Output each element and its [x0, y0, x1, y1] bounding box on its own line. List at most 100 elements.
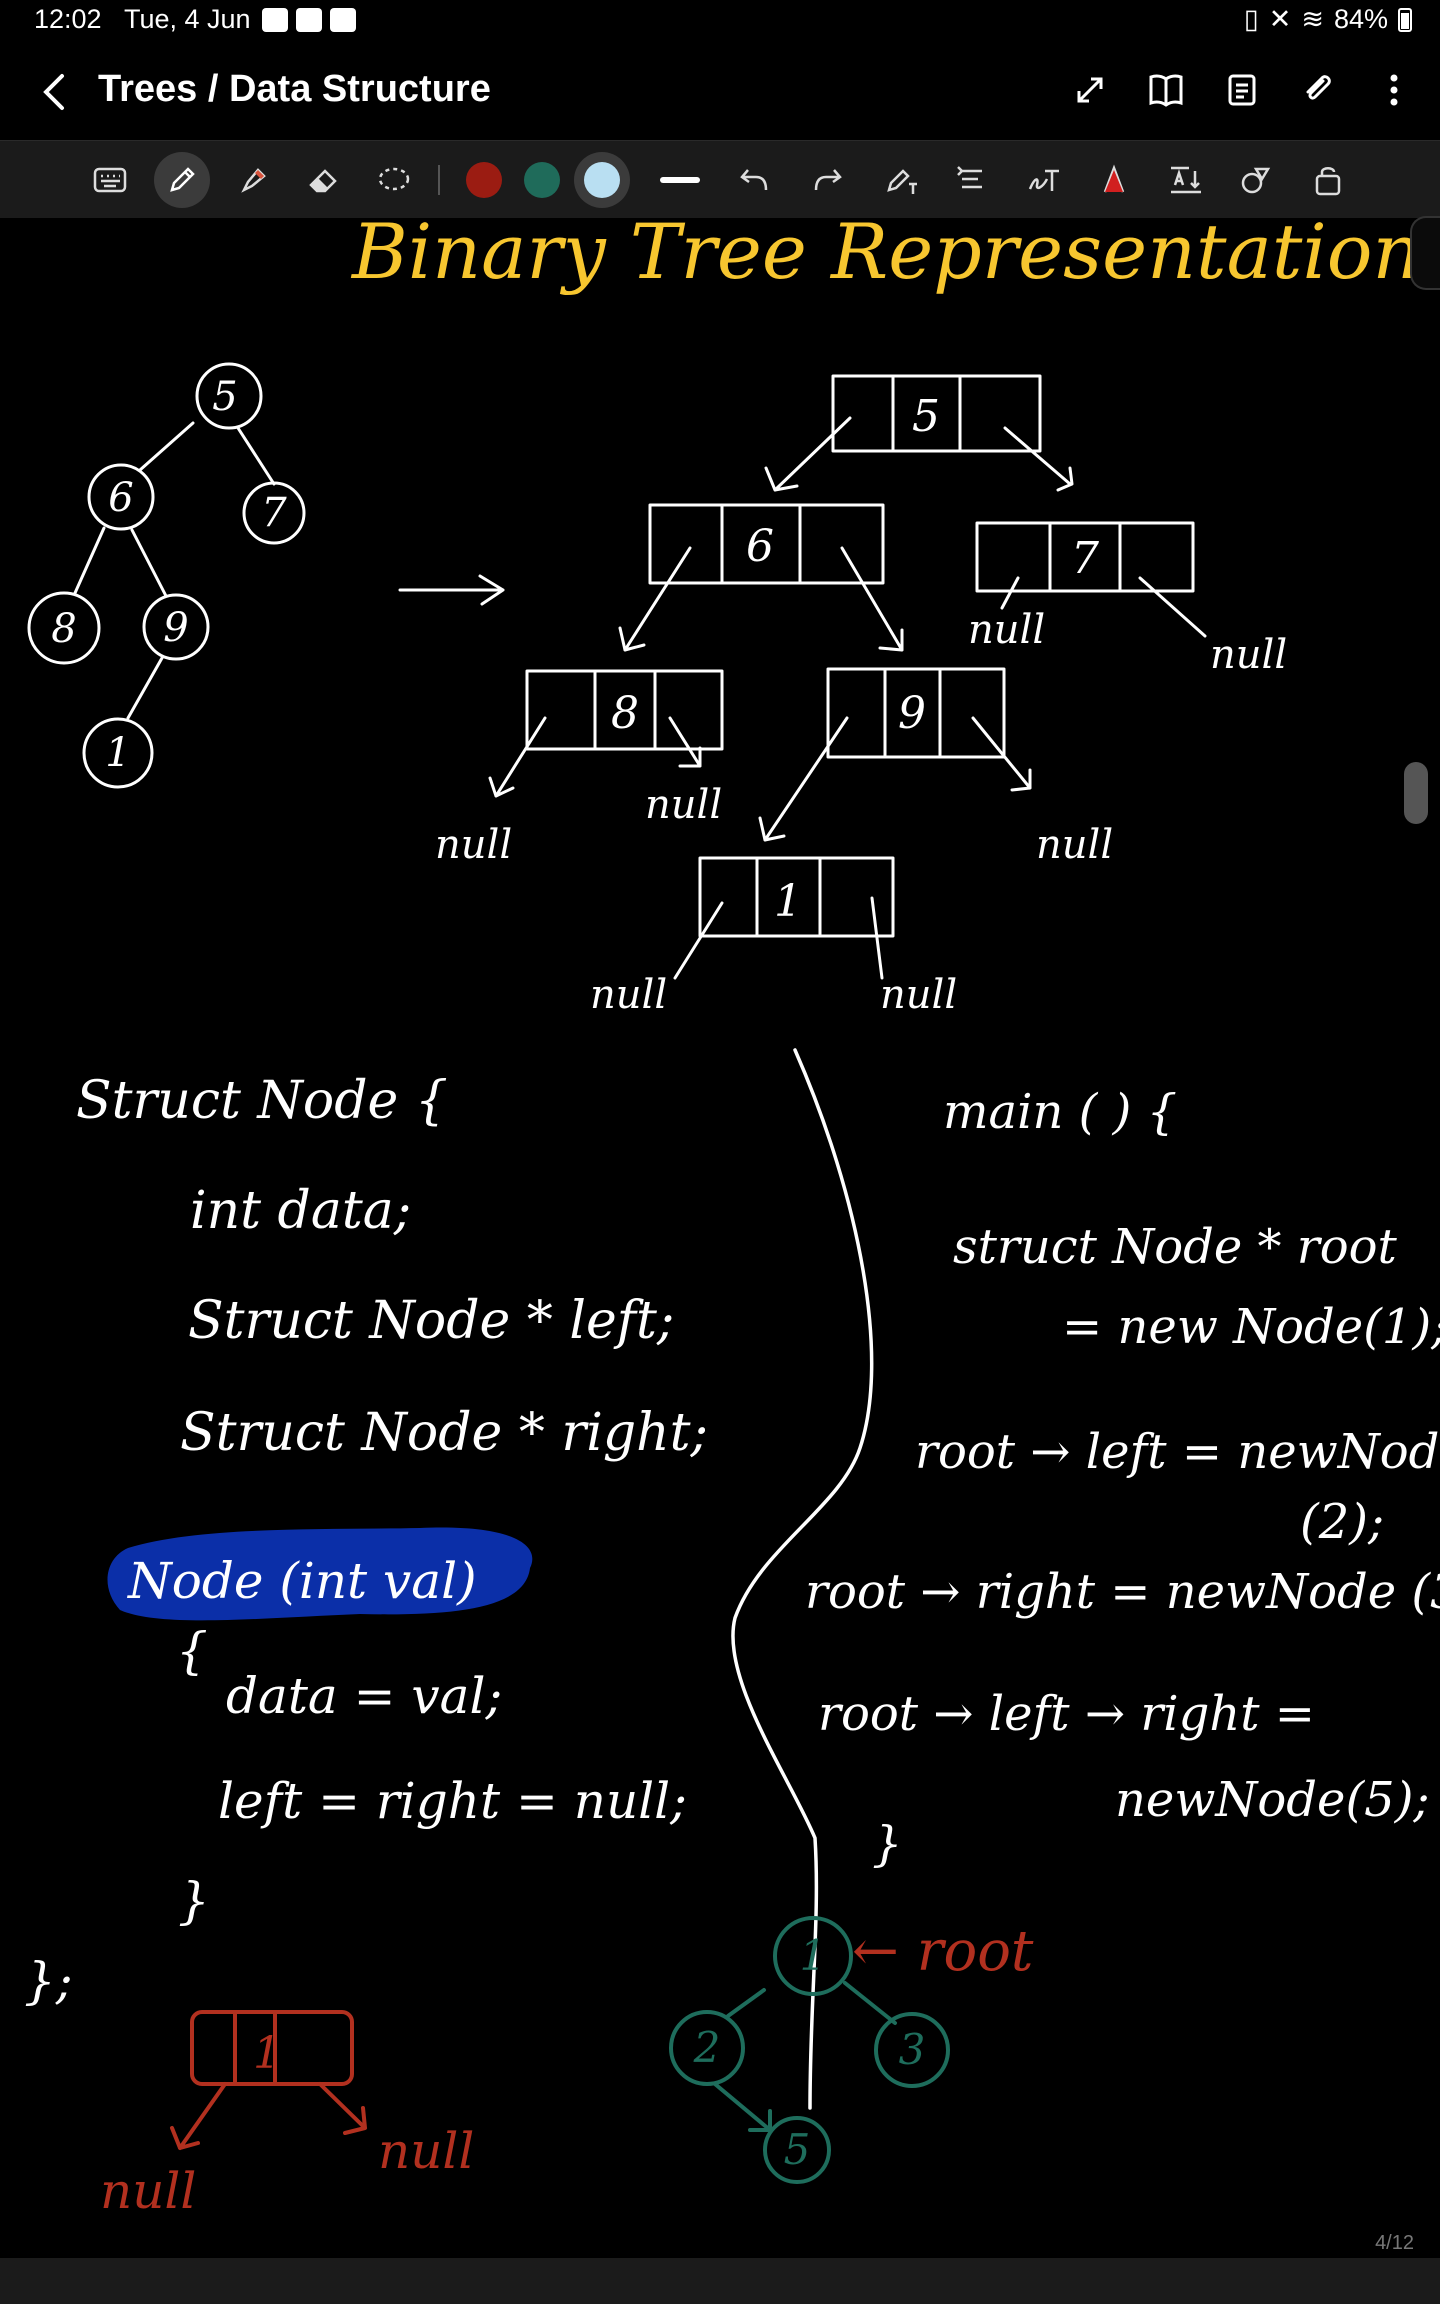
- straighten-tool[interactable]: [944, 152, 1000, 208]
- main-line: root → left → right =: [818, 1686, 1315, 1742]
- battery-icon: [1398, 7, 1412, 32]
- linked-node-6: 6: [746, 521, 774, 572]
- struct-line: int data;: [190, 1181, 411, 1241]
- lasso-tool[interactable]: [366, 152, 422, 208]
- tree-node-8: 8: [51, 606, 76, 652]
- lock-tool[interactable]: [1300, 152, 1356, 208]
- handwritten-notes: Binary Tree Representation 5 6 7 8 9 1: [24, 207, 1440, 2220]
- linked-node-5: 5: [912, 391, 940, 442]
- heading-text: Binary Tree Representation: [350, 218, 1421, 296]
- mini-null-left: null: [100, 2162, 196, 2220]
- shapes-tool[interactable]: [1228, 152, 1284, 208]
- main-line: root → left = newNode: [915, 1424, 1440, 1480]
- root-label: ← root: [852, 1919, 1034, 1984]
- tree-node-9: 9: [163, 605, 188, 651]
- pen-to-text-tool[interactable]: [874, 152, 930, 208]
- linked-node-7: 7: [1071, 533, 1099, 584]
- main-line: }: [872, 1816, 903, 1872]
- side-panel-handle[interactable]: [1410, 216, 1440, 290]
- page-view-button[interactable]: [1216, 64, 1268, 116]
- color-swatch-red: [466, 162, 502, 198]
- main-line: (2);: [1300, 1494, 1384, 1550]
- main-line: = new Node(1);: [1062, 1299, 1440, 1355]
- null-label: null: [590, 972, 667, 1018]
- main-line: newNode(5);: [1115, 1772, 1430, 1828]
- fullscreen-button[interactable]: [1064, 64, 1116, 116]
- lock-icon: [1315, 167, 1341, 196]
- notification-icons: [262, 8, 356, 32]
- page-icon: [1228, 74, 1256, 106]
- pen-text-icon: [887, 169, 917, 194]
- handwriting-text-tool[interactable]: [1016, 152, 1072, 208]
- mute-icon: ✕: [1268, 4, 1292, 34]
- mini-node-value: 1: [253, 2028, 281, 2079]
- stroke-width-tool[interactable]: [652, 152, 708, 208]
- screenshot-icon: [296, 8, 322, 32]
- color-red[interactable]: [456, 152, 512, 208]
- null-label: null: [968, 607, 1045, 653]
- tree-node-7: 7: [261, 490, 287, 536]
- keyboard-tool[interactable]: [82, 152, 138, 208]
- status-date: Tue, 4 Jun: [124, 4, 251, 34]
- pen-icon: [170, 167, 195, 192]
- text-style-tool[interactable]: [1086, 152, 1142, 208]
- text-box-icon: [1171, 166, 1201, 194]
- status-bar: 12:02 Tue, 4 Jun ▯ ✕ ≋ 84%: [0, 0, 1440, 44]
- null-label: null: [1210, 632, 1287, 678]
- align-lines-icon: [957, 166, 982, 189]
- tree-node-6: 6: [108, 475, 133, 521]
- main-line: struct Node * root: [953, 1219, 1398, 1275]
- paperclip-icon: [1306, 75, 1331, 100]
- page-indicator: 4/12: [1375, 2232, 1414, 2254]
- struct-line: left = right = null;: [218, 1772, 687, 1830]
- color-teal[interactable]: [514, 152, 570, 208]
- struct-line: {: [176, 1622, 208, 1680]
- struct-line: Struct Node {: [76, 1071, 448, 1131]
- text-box-tool[interactable]: [1158, 152, 1214, 208]
- null-label: null: [880, 972, 957, 1018]
- main-line: root → right = newNode (3);: [805, 1564, 1440, 1620]
- struct-line: Struct Node * right;: [180, 1403, 708, 1463]
- undo-icon: [740, 169, 768, 191]
- green-node-2: 2: [693, 2023, 721, 2072]
- eraser-tool[interactable]: [296, 152, 352, 208]
- note-canvas[interactable]: Binary Tree Representation 5 6 7 8 9 1: [0, 207, 1440, 2258]
- color-swatch-teal: [524, 162, 560, 198]
- null-label: null: [1036, 822, 1113, 868]
- back-icon[interactable]: [38, 72, 72, 112]
- struct-line: };: [24, 1952, 73, 2010]
- constructor-highlight: [107, 1527, 533, 1621]
- book-icon: [1149, 74, 1183, 107]
- struct-line: Node (int val): [127, 1552, 477, 1610]
- youtube-icon: [330, 8, 356, 32]
- tree-node-1: 1: [105, 730, 130, 776]
- battery-percent: 84%: [1333, 4, 1388, 34]
- handwriting-icon: [1028, 169, 1059, 191]
- status-right: ▯ ✕ ≋ 84%: [1244, 4, 1412, 35]
- highlighter-icon: [241, 168, 266, 193]
- struct-line: data = val;: [226, 1667, 502, 1725]
- green-node-5: 5: [784, 2125, 811, 2174]
- highlighter-tool[interactable]: [226, 152, 282, 208]
- scroll-handle[interactable]: [1404, 762, 1428, 824]
- gallery-icon: [262, 8, 288, 32]
- more-button[interactable]: [1368, 64, 1420, 116]
- redo-button[interactable]: [800, 152, 856, 208]
- linked-node-9: 9: [898, 688, 926, 739]
- text-color-icon: [1103, 164, 1125, 193]
- redo-icon: [814, 169, 842, 191]
- expand-icon: [1077, 77, 1103, 103]
- note-title: Trees / Data Structure: [98, 68, 491, 110]
- section-divider: [731, 1048, 874, 2110]
- struct-line: }: [178, 1872, 210, 1930]
- status-time: 12:02: [34, 4, 102, 34]
- book-view-button[interactable]: [1140, 64, 1192, 116]
- struct-line: Struct Node * left;: [188, 1291, 674, 1351]
- green-node-3: 3: [899, 2025, 926, 2074]
- pen-tool[interactable]: [154, 152, 210, 208]
- toolbar-divider: [438, 165, 440, 195]
- wifi-icon: ≋: [1301, 4, 1324, 34]
- undo-button[interactable]: [726, 152, 782, 208]
- color-light-blue[interactable]: [574, 152, 630, 208]
- attach-button[interactable]: [1292, 64, 1344, 116]
